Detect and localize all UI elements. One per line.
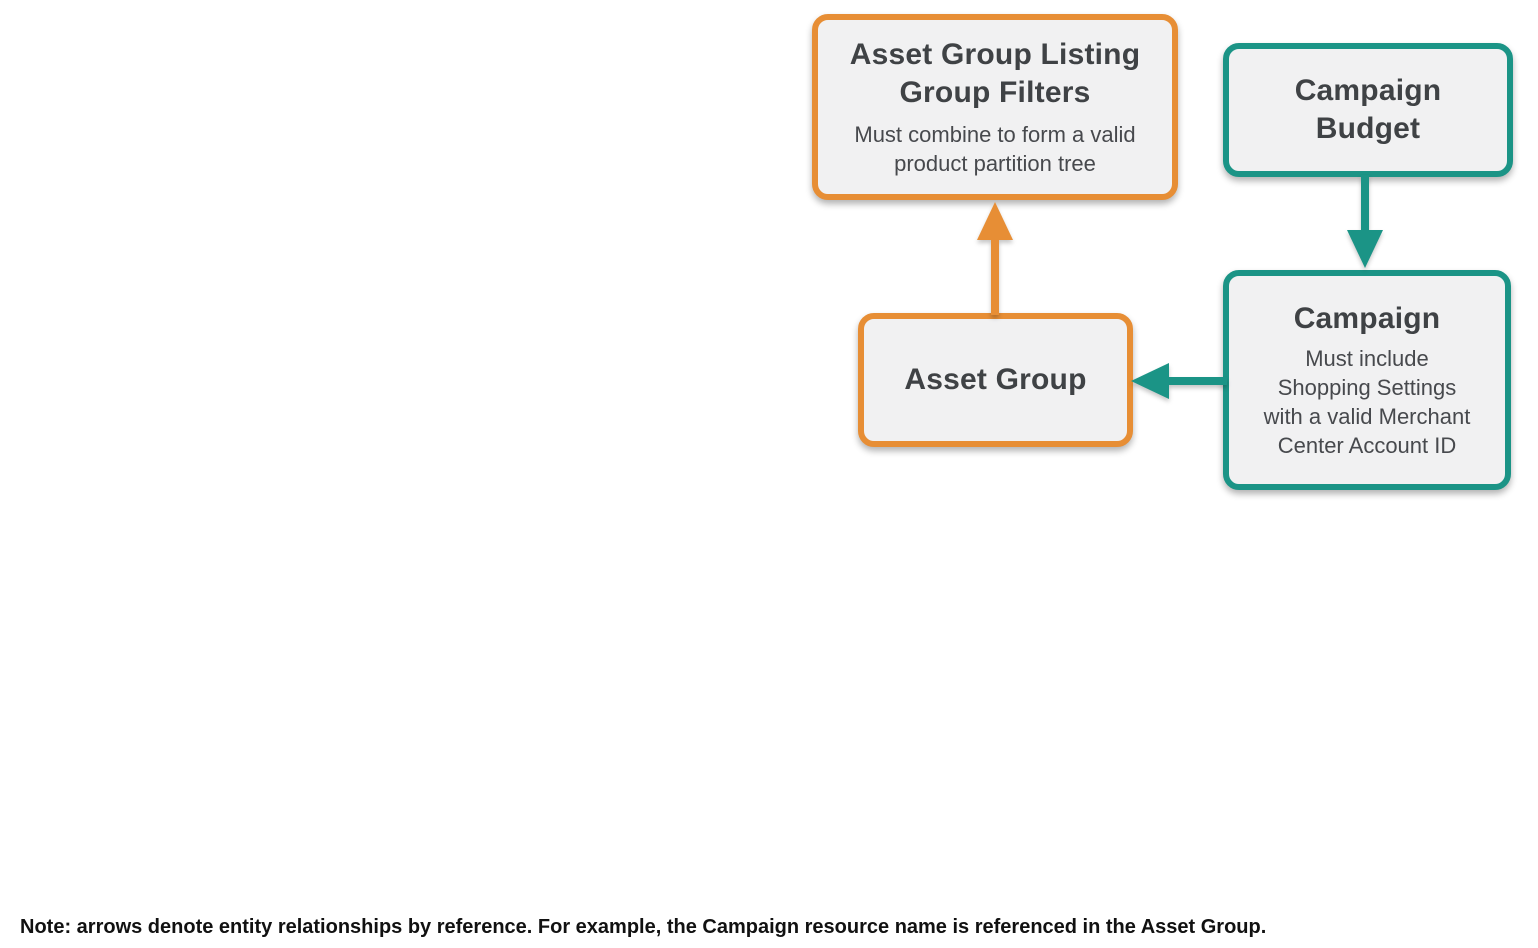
node-subtitle-line: Must include [1305,346,1429,371]
node-subtitle-line: Must combine to form a valid [854,122,1136,147]
node-title-line: Campaign [1293,302,1441,335]
node-title: Campaign [1294,300,1441,338]
arrow-head-up-icon [977,202,1013,240]
node-title: Asset Group Listing Group Filters [850,36,1141,112]
node-title-line: Group Filters [899,76,1091,109]
node-campaign: Campaign Must include Shopping Settings … [1223,270,1511,490]
node-subtitle-line: Center Account ID [1277,433,1457,458]
node-asset-group-listing-group-filters: Asset Group Listing Group Filters Must c… [812,14,1178,200]
node-subtitle: Must include Shopping Settings with a va… [1264,344,1471,460]
arrow-head-left-icon [1131,363,1169,399]
node-campaign-budget: Campaign Budget [1223,43,1513,177]
arrow-stem [1166,377,1227,385]
node-title-line: Asset Group Listing [849,38,1141,71]
node-title: Asset Group [904,361,1086,399]
arrow-stem [1361,175,1369,235]
arrow-stem [991,236,999,315]
node-subtitle-line: Shopping Settings [1277,375,1457,400]
node-subtitle-line: with a valid Merchant [1263,404,1471,429]
node-subtitle: Must combine to form a valid product par… [854,120,1135,178]
node-title-line: Asset Group [904,363,1087,396]
node-title-line: Budget [1315,112,1421,145]
node-asset-group: Asset Group [858,313,1133,447]
note-text: Note: arrows denote entity relationships… [20,916,1267,938]
node-subtitle-line: product partition tree [894,151,1096,176]
node-title: Campaign Budget [1295,72,1442,148]
node-title-line: Campaign [1294,74,1442,107]
arrow-head-down-icon [1347,230,1383,268]
